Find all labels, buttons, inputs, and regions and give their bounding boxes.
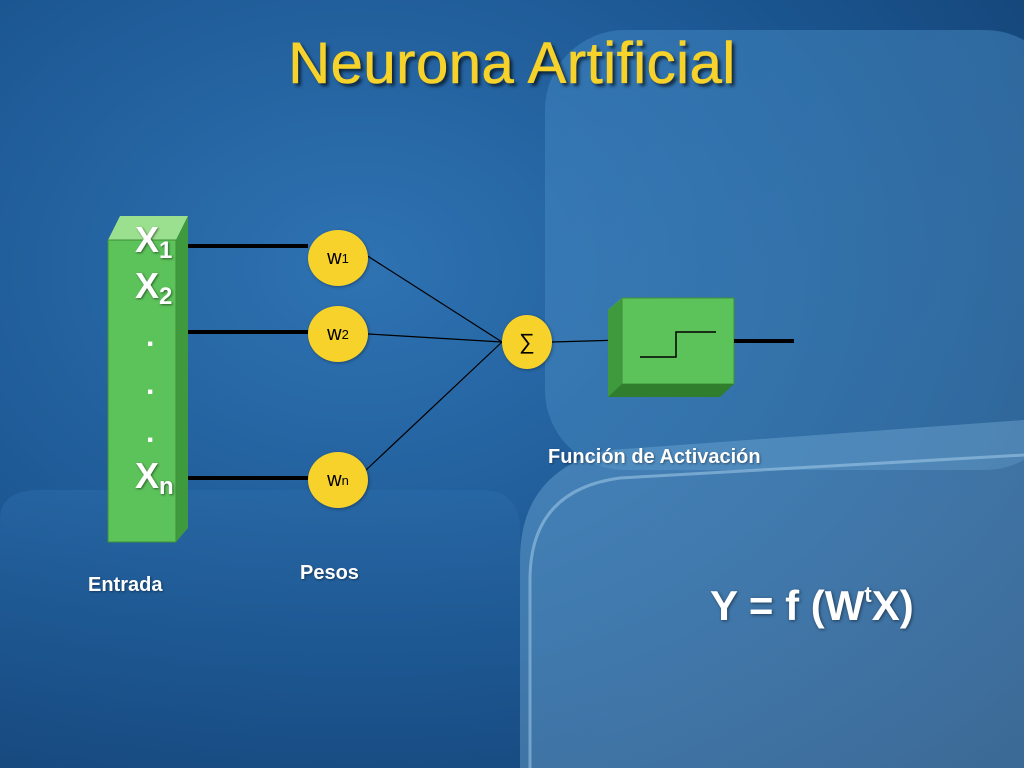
slide-title: Neurona Artificial	[288, 31, 736, 97]
input-label: Entrada	[88, 574, 163, 596]
input-dot-3: .	[146, 416, 155, 449]
input-dot-2: .	[146, 368, 155, 401]
summation-node: ∑	[502, 315, 552, 369]
input-x1-label: X1	[135, 219, 173, 264]
weight-line-2	[367, 333, 503, 343]
input-dot-1: .	[146, 320, 155, 353]
input-x2-label: X2	[135, 265, 173, 310]
step-function-icon	[640, 331, 716, 358]
weights-label: Pesos	[300, 562, 359, 584]
neuron-formula: Y = f (WtX)	[710, 582, 914, 629]
input-box	[107, 216, 188, 543]
weight-line-1	[365, 254, 503, 343]
weight-line-n	[365, 341, 503, 471]
activation-box	[608, 297, 735, 397]
activation-function-label: Función de Activación	[548, 446, 761, 468]
input-xn-label: Xn	[135, 455, 174, 500]
